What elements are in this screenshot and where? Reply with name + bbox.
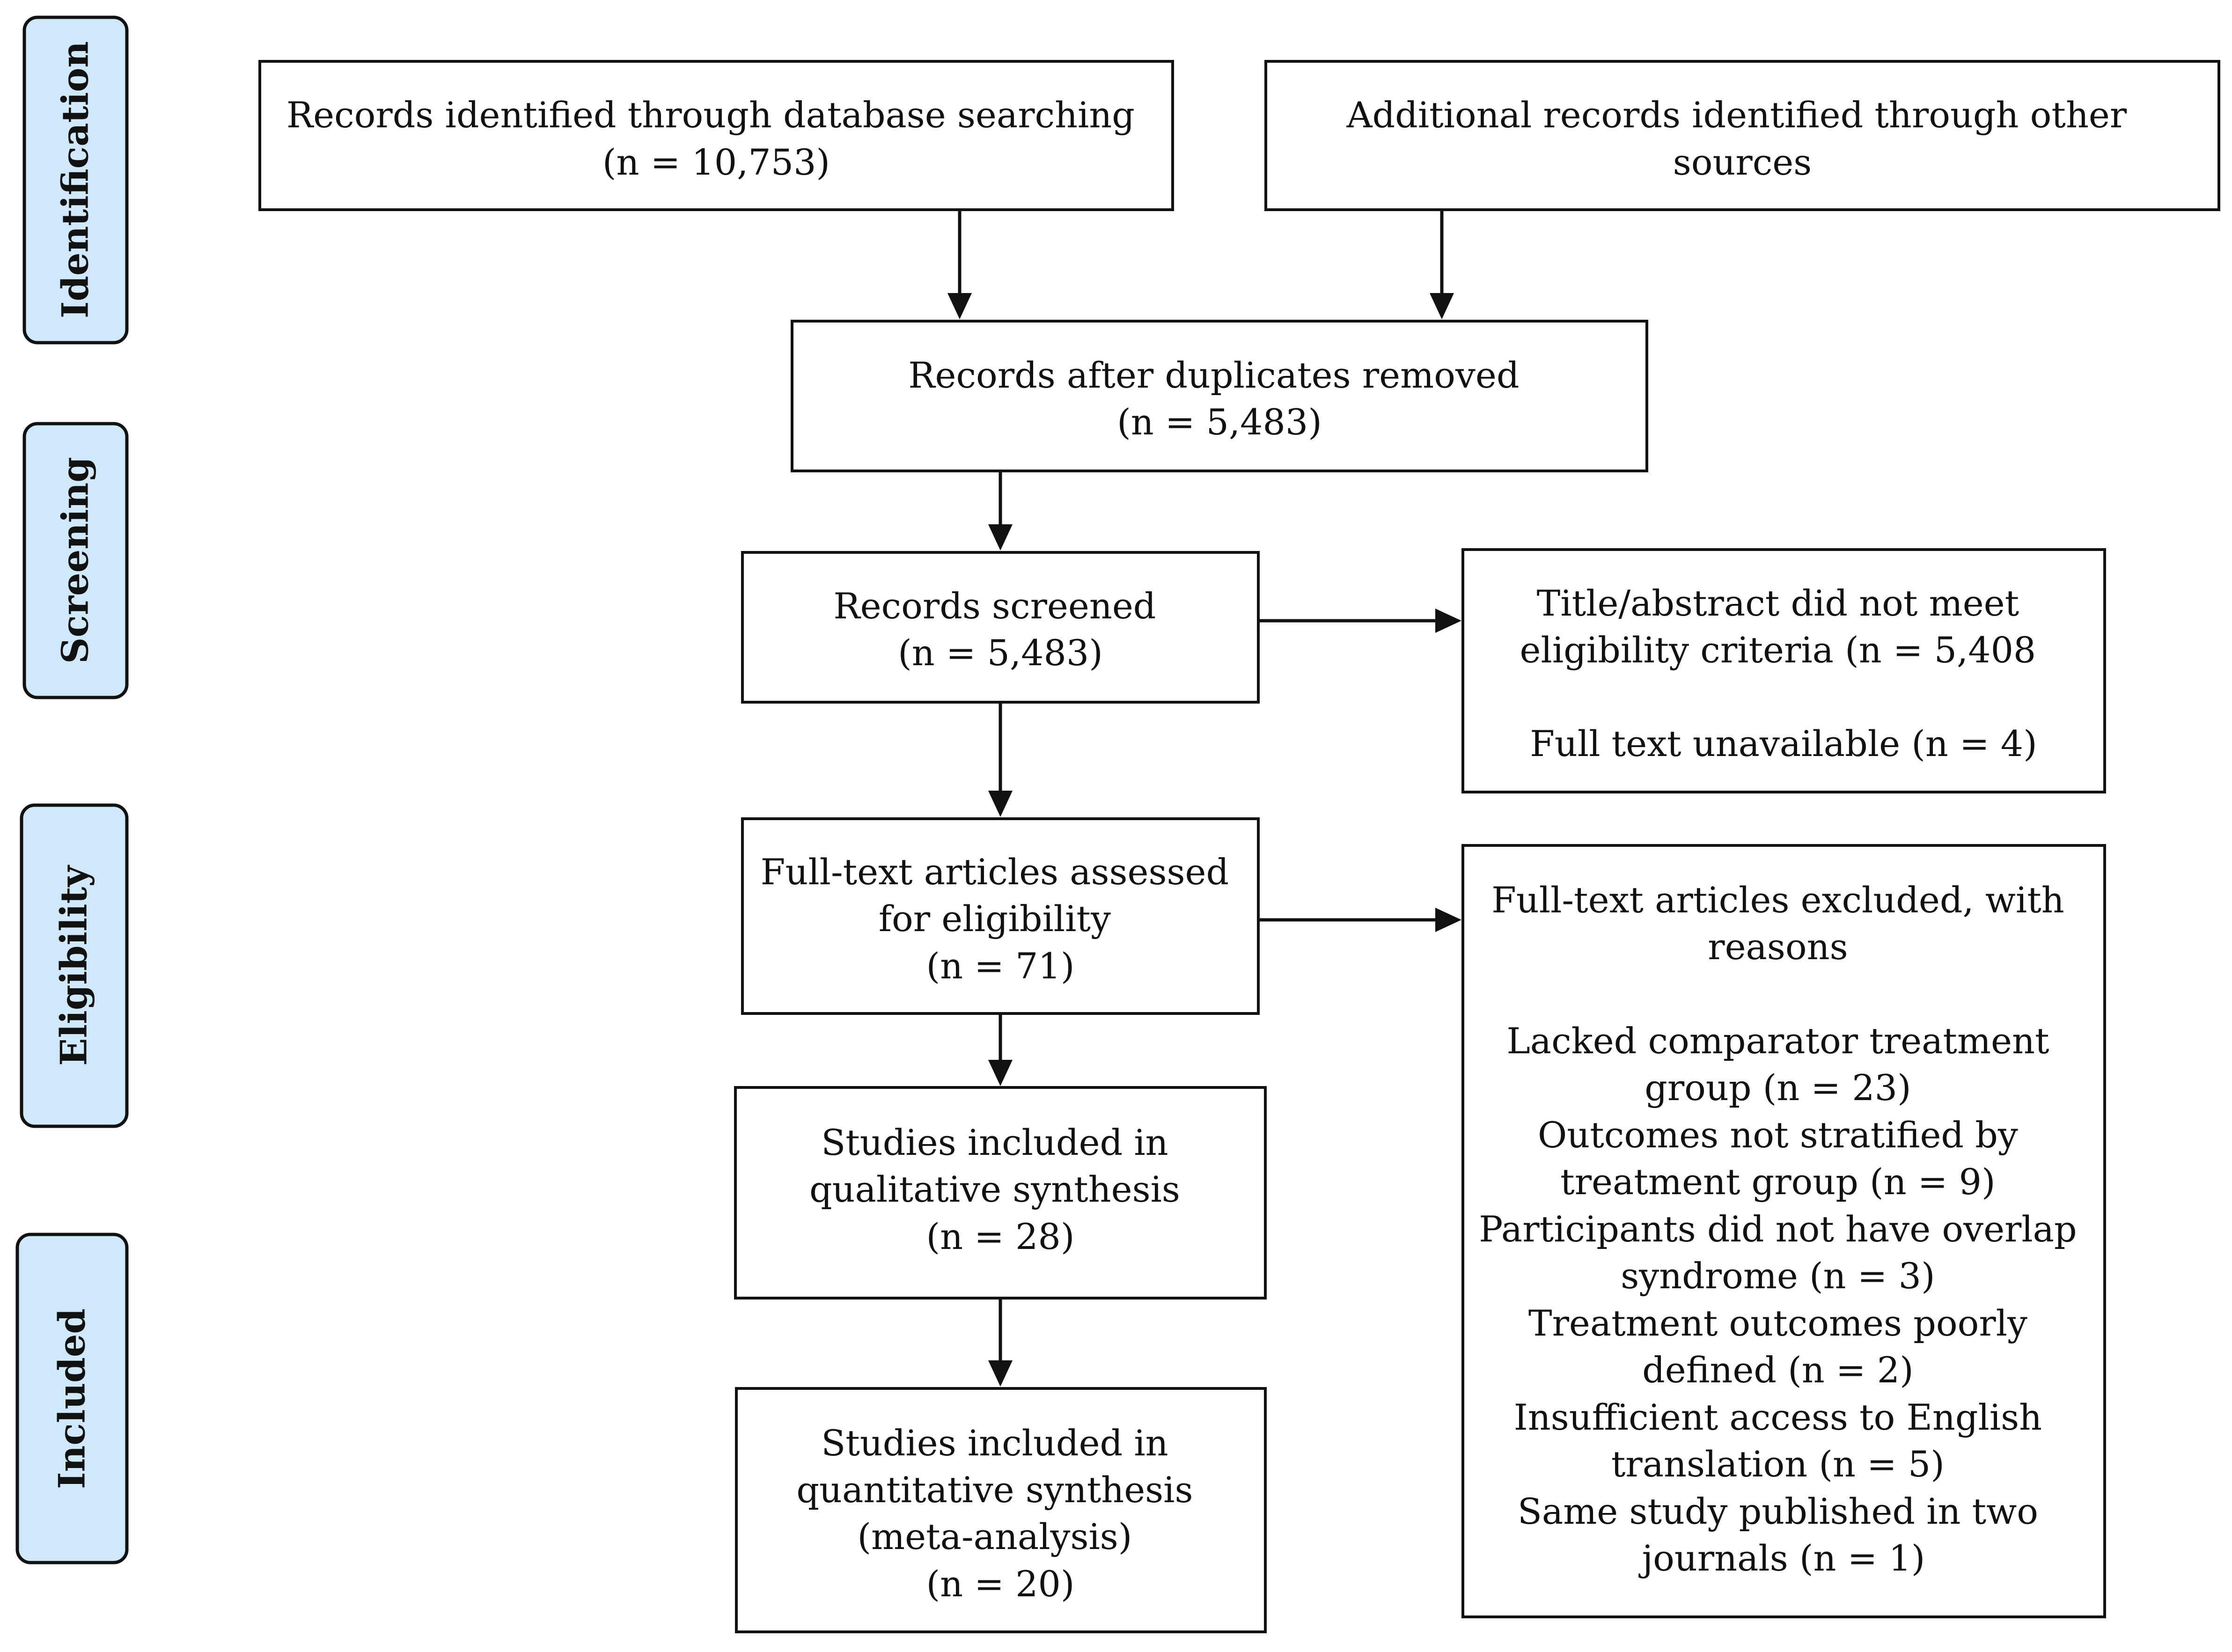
svg-text:Additional records identified: Additional records identified through ot…: [1346, 94, 2138, 183]
svg-text:Records identified through dat: Records identified through database sear…: [286, 94, 1146, 183]
box-records-screened: Records screened (n = 5,483): [741, 551, 1260, 704]
box-line: Full-text articles excluded, with: [1491, 879, 2064, 921]
box-line: (n = 71): [926, 945, 1075, 987]
box-quantitative-synthesis: Studies included in quantitative synthes…: [735, 1387, 1267, 1633]
stage-screening: Screening: [22, 422, 129, 699]
box-line: translation (n = 5): [1611, 1443, 1945, 1485]
stage-label-screening: Screening: [54, 457, 97, 664]
box-line: (n = 5,483): [898, 632, 1103, 674]
svg-text:Title/abstract did not meet: Title/abstract did not meet eligibility …: [1520, 582, 2048, 764]
arrow-other-to-duplicates: [1430, 210, 1454, 319]
svg-text:Studies included in qual: Studies included in qualitative synthesi…: [809, 1122, 1191, 1257]
box-other-sources: Additional records identified through ot…: [1264, 60, 2220, 211]
box-line: (n = 10,753): [602, 141, 830, 183]
arrow-duplicates-to-screened: [988, 471, 1013, 551]
box-line: Insufficient access to English: [1514, 1396, 2042, 1438]
box-database-records: Records identified through database sear…: [258, 60, 1174, 211]
box-line: Title/abstract did not meet: [1537, 582, 2019, 624]
box-line: Participants did not have overlap: [1479, 1208, 2077, 1250]
stage-included: Included: [15, 1233, 129, 1564]
arrow-fulltext-to-qualitative: [988, 1013, 1013, 1086]
box-line: (n = 28): [926, 1216, 1075, 1257]
stage-identification: Identification: [22, 15, 129, 345]
svg-text:Records after duplicates remov: Records after duplicates removed (n = 5,…: [908, 354, 1530, 443]
box-fulltext-assessed: Full-text articles assessed for eligibil…: [741, 817, 1260, 1015]
box-line: journals (n = 1): [1638, 1537, 1925, 1579]
box-line: Full text unavailable (n = 4): [1530, 723, 2037, 764]
stage-label-identification: Identification: [54, 41, 97, 318]
stage-label-included: Included: [51, 1308, 94, 1489]
box-line: sources: [1673, 141, 1812, 183]
box-line: Studies included in: [821, 1422, 1168, 1464]
box-line: Records identified through database sear…: [286, 94, 1135, 136]
arrow-fulltext-to-excluded: [1258, 908, 1461, 932]
box-line: Full-text articles assessed: [761, 851, 1229, 893]
stage-label-eligibility: Eligibility: [53, 864, 95, 1065]
arrow-screened-to-excluded: [1258, 609, 1461, 633]
box-line: qualitative synthesis: [809, 1168, 1180, 1210]
arrow-screened-to-fulltext: [988, 702, 1013, 817]
box-line: Outcomes not stratified by: [1538, 1114, 2018, 1156]
box-line: group (n = 23): [1645, 1067, 1911, 1109]
box-line: defined (n = 2): [1642, 1349, 1914, 1391]
box-screening-excluded: Title/abstract did not meet eligibility …: [1461, 548, 2106, 793]
box-line: (n = 20): [926, 1563, 1075, 1605]
svg-text:Full-text articles assessed: Full-text articles assessed for eligibil…: [761, 851, 1241, 987]
svg-text:Full-text articles excluded, w: Full-text articles excluded, with reason…: [1479, 879, 2088, 1579]
box-line: Same study published in two: [1518, 1490, 2038, 1532]
box-line: (meta-analysis): [857, 1516, 1132, 1557]
box-line: (n = 5,483): [1117, 401, 1322, 443]
box-line: eligibility criteria (n = 5,408: [1520, 629, 2036, 671]
box-line: Additional records identified through ot…: [1346, 94, 2127, 136]
box-line: treatment group (n = 9): [1560, 1161, 1995, 1203]
box-duplicates-removed: Records after duplicates removed (n = 5,…: [791, 320, 1648, 472]
box-line: for eligibility: [879, 898, 1111, 940]
arrow-database-to-duplicates: [947, 210, 972, 319]
box-line: syndrome (n = 3): [1621, 1255, 1935, 1297]
box-fulltext-excluded: Full-text articles excluded, with reason…: [1461, 844, 2106, 1618]
arrow-qualitative-to-quantitative: [988, 1298, 1013, 1387]
box-line: Treatment outcomes poorly: [1528, 1302, 2027, 1344]
box-line: Studies included in: [821, 1122, 1168, 1163]
box-line: Records screened: [833, 585, 1156, 627]
stage-eligibility: Eligibility: [20, 803, 129, 1128]
svg-text:Records screened (n = 5,: Records screened (n = 5,483): [833, 585, 1167, 674]
box-line: Records after duplicates removed: [908, 354, 1519, 396]
svg-text:Studies included in quan: Studies included in quantitative synthes…: [796, 1422, 1204, 1605]
box-line: reasons: [1708, 926, 1848, 968]
box-qualitative-synthesis: Studies included in qualitative synthesi…: [734, 1086, 1267, 1300]
box-line: Lacked comparator treatment: [1506, 1020, 2049, 1062]
box-line: quantitative synthesis: [796, 1469, 1193, 1511]
